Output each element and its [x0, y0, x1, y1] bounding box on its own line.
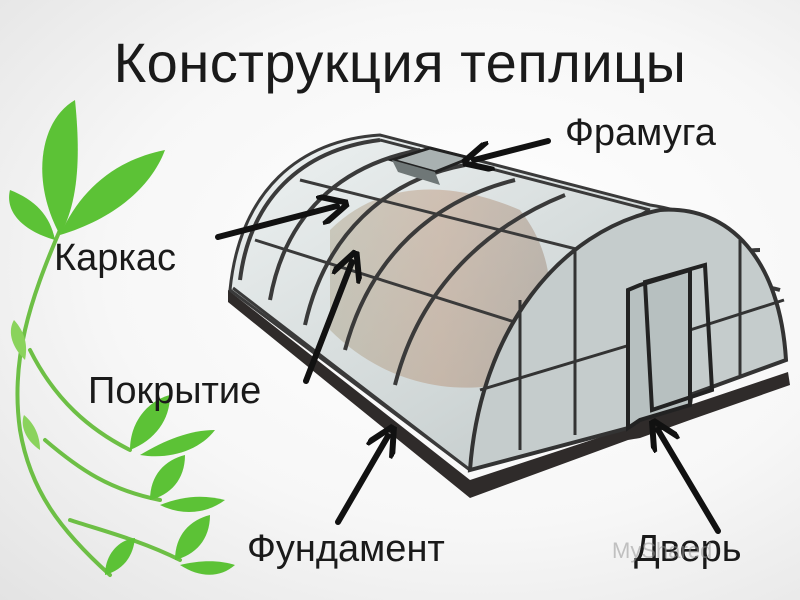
arrow-pokrytie [303, 262, 352, 384]
arrow-karkas [215, 206, 337, 240]
label-framuga: Фрамуга [565, 112, 716, 154]
watermark: MyShared [612, 538, 713, 563]
label-karkas: Каркас [54, 237, 176, 279]
door-shape [626, 262, 715, 432]
arrow-dver [658, 430, 721, 534]
label-pokrytie: Покрытие [88, 370, 262, 412]
label-fundament: Фундамент [247, 528, 445, 570]
label-dver: Дверь [634, 528, 742, 570]
arrow-fundament [335, 436, 388, 525]
arrow-framuga [474, 138, 551, 160]
page-title: Конструкция теплицы [113, 31, 687, 94]
